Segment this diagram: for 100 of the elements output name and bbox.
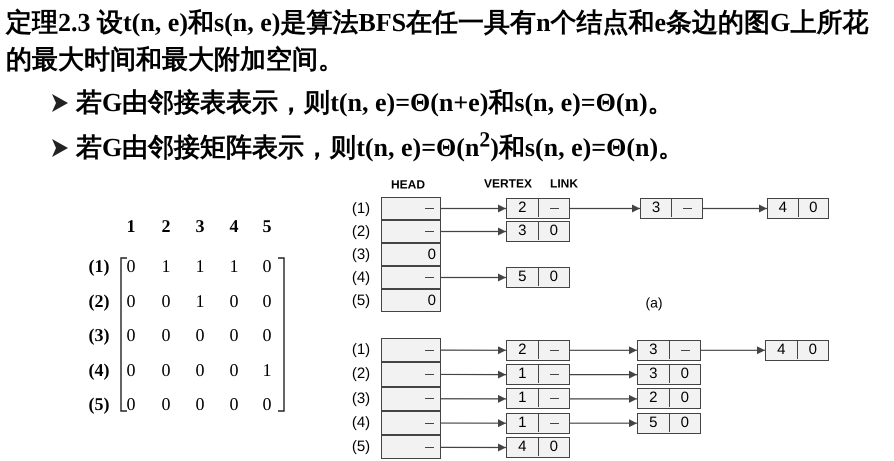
column-header: HEAD	[391, 178, 425, 192]
matrix-entry: 0	[196, 360, 204, 380]
column-header: VERTEX	[484, 177, 532, 191]
column-number: 5	[262, 217, 272, 237]
list-node	[506, 437, 570, 458]
head-cell	[381, 338, 441, 362]
head-cell	[381, 197, 441, 220]
row-label: (3)	[352, 246, 370, 263]
matrix-entry: 0	[126, 292, 136, 312]
matrix-entry: 0	[230, 360, 238, 380]
matrix-entry: 0	[196, 395, 204, 415]
theorem-text: 定理2.3 设t(n, e)和s(n, e)是算法BFS在任一具有n个结点和e条边的图G上所花的最大时间和最大附加空间。	[6, 7, 870, 76]
link-value: 0	[809, 200, 818, 216]
row-label: (4)	[88, 360, 110, 380]
row-label: (5)	[88, 395, 110, 415]
matrix-entry: 1	[196, 292, 204, 312]
arrow	[570, 419, 637, 428]
vertex-value: 1	[518, 414, 526, 431]
matrix-entry: 1	[162, 257, 170, 277]
arrow	[441, 274, 506, 282]
head-cell	[381, 266, 441, 289]
list-node	[506, 340, 570, 361]
column-header: LINK	[550, 177, 578, 191]
link-value: 0	[550, 223, 558, 239]
list-node	[765, 340, 829, 361]
column-number: 4	[230, 217, 238, 237]
matrix-entry: 0	[196, 326, 204, 346]
link-value: 0	[680, 414, 689, 431]
matrix-entry: 0	[162, 395, 170, 415]
matrix-entry: 1	[196, 257, 204, 277]
list-node	[637, 388, 701, 410]
matrix-entry: 0	[162, 360, 170, 380]
head-cell	[381, 435, 441, 460]
list-node	[506, 198, 570, 219]
arrow	[703, 204, 767, 212]
matrix-entry: 0	[230, 326, 238, 346]
list-node	[506, 221, 570, 242]
row-label: (5)	[352, 292, 370, 309]
arrow	[570, 394, 637, 403]
arrow	[570, 370, 637, 379]
list-node	[506, 267, 570, 288]
head-cell	[381, 362, 441, 387]
matrix-entry: 0	[230, 292, 238, 312]
column-number: 1	[126, 217, 136, 237]
figure-label: (a)	[645, 295, 663, 311]
bullet-text: 若G由邻接矩阵表示，则t(n, e)=Θ(n$^{2}$)和s(n, e)=Θ(n)。	[76, 131, 684, 164]
matrix-entry: 0	[126, 257, 136, 277]
vertex-value: 5	[518, 269, 526, 285]
link-value: 0	[808, 342, 817, 358]
matrix-entry: 0	[230, 395, 238, 415]
arrow	[570, 204, 640, 212]
vertex-value: 1	[518, 366, 526, 382]
list-node	[637, 340, 701, 361]
row-label: (2)	[88, 292, 110, 312]
head-value: 0	[428, 292, 436, 308]
vertex-value: 3	[652, 200, 660, 216]
list-node	[506, 364, 570, 386]
vertex-value: 4	[778, 200, 787, 216]
row-label: (5)	[352, 438, 370, 456]
arrow	[570, 346, 637, 354]
arrow	[701, 346, 765, 354]
head-cell	[381, 410, 441, 436]
vertex-value: 4	[777, 342, 786, 358]
vertex-value: 2	[518, 342, 526, 358]
list-node	[506, 388, 570, 410]
list-node	[640, 198, 703, 219]
column-number: 2	[162, 217, 170, 237]
arrow	[441, 394, 506, 403]
row-label: (1)	[352, 342, 370, 358]
bullet-text: 若G由邻接表表示，则t(n, e)=Θ(n+e)和s(n, e)=Θ(n)。	[76, 87, 674, 119]
matrix-entry: 0	[126, 360, 136, 380]
vertex-value: 2	[518, 200, 526, 216]
row-label: (1)	[88, 257, 110, 277]
row-label: (1)	[352, 200, 370, 217]
head-cell	[381, 289, 441, 312]
matrix-entry: 1	[230, 257, 238, 277]
arrow	[441, 346, 506, 354]
matrix-entry: 0	[162, 292, 170, 312]
list-node	[637, 364, 701, 386]
row-label: (4)	[352, 269, 370, 286]
vertex-value: 3	[649, 366, 658, 382]
matrix-entry: 0	[126, 326, 136, 346]
matrix-entry: 0	[262, 326, 272, 346]
matrix-entry: 0	[262, 395, 272, 415]
matrix-entry: 0	[262, 292, 272, 312]
matrix-entry: 0	[126, 395, 136, 415]
arrow	[441, 419, 506, 428]
vertex-value: 3	[518, 223, 526, 239]
matrix-entry: 0	[262, 257, 272, 277]
row-label: (2)	[352, 366, 370, 383]
row-label: (2)	[352, 223, 370, 240]
head-value: 0	[428, 246, 436, 262]
row-label: (3)	[88, 326, 110, 346]
arrow	[441, 228, 506, 236]
link-value: 0	[550, 439, 558, 455]
link-value: 0	[550, 269, 558, 285]
vertex-value: 5	[649, 414, 658, 431]
list-node	[506, 412, 570, 434]
vertex-value: 3	[649, 342, 658, 358]
matrix-entry: 0	[162, 326, 170, 346]
